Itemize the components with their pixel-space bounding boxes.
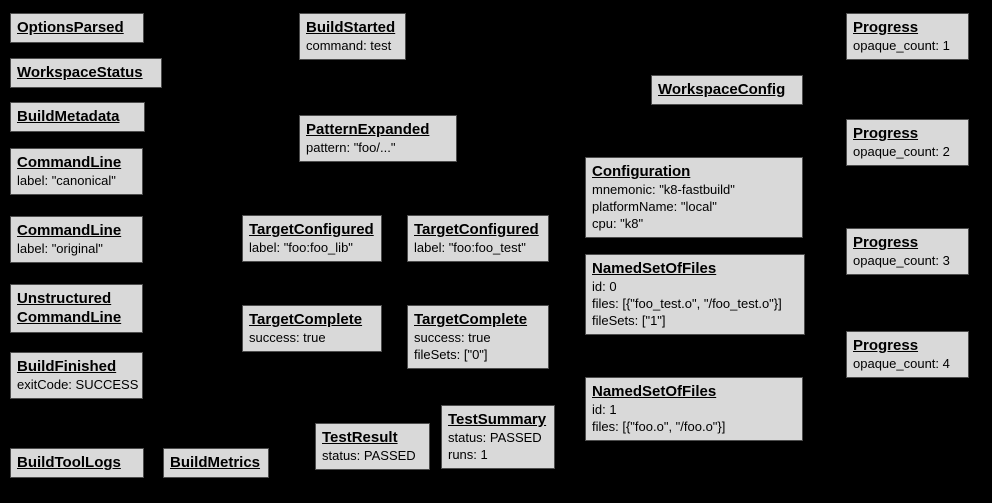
node-build-metadata: BuildMetadata [10,102,145,132]
node-attr: fileSets: ["0"] [414,347,488,362]
node-title: NamedSetOfFiles [592,383,717,400]
node-title: TestResult [322,429,398,446]
node-title: Unstructured CommandLine [17,290,122,326]
node-attr: files: [{"foo.o", "/foo.o"}] [592,419,726,434]
node-attr: files: [{"foo_test.o", "/foo_test.o"}] [592,296,782,311]
node-attr: pattern: "foo/..." [306,140,396,155]
node-configuration: Configuration mnemonic: "k8-fastbuild" p… [585,157,803,238]
node-title: WorkspaceConfig [658,81,786,98]
node-title: NamedSetOfFiles [592,260,717,277]
node-title: OptionsParsed [17,19,124,36]
node-named-set-of-files-0: NamedSetOfFiles id: 0 files: [{"foo_test… [585,254,805,335]
node-commandline-original: CommandLine label: "original" [10,216,143,263]
node-attr: runs: 1 [448,447,488,462]
node-attr: fileSets: ["1"] [592,313,666,328]
node-title: TargetConfigured [414,221,539,238]
node-attr: cpu: "k8" [592,216,644,231]
node-title: Configuration [592,163,691,180]
node-title: CommandLine [17,222,122,239]
node-pattern-expanded: PatternExpanded pattern: "foo/..." [299,115,457,162]
node-title: Progress [853,337,919,354]
node-attr: label: "foo:foo_lib" [249,240,353,255]
node-title: BuildMetrics [170,454,261,471]
node-test-result: TestResult status: PASSED [315,423,430,470]
node-workspace-config: WorkspaceConfig [651,75,803,105]
node-unstructured-commandline: Unstructured CommandLine [10,284,143,333]
node-title: WorkspaceStatus [17,64,143,81]
node-build-metrics: BuildMetrics [163,448,269,478]
node-test-summary: TestSummary status: PASSED runs: 1 [441,405,555,469]
node-attr: opaque_count: 2 [853,144,950,159]
node-attr: exitCode: SUCCESS [17,377,139,392]
node-progress-3: Progress opaque_count: 3 [846,228,969,275]
node-progress-2: Progress opaque_count: 2 [846,119,969,166]
node-title: Progress [853,234,919,251]
node-title: BuildFinished [17,358,117,375]
node-progress-1: Progress opaque_count: 1 [846,13,969,60]
node-target-complete-foo-lib: TargetComplete success: true [242,305,382,352]
node-attr: opaque_count: 3 [853,253,950,268]
node-named-set-of-files-1: NamedSetOfFiles id: 1 files: [{"foo.o", … [585,377,803,441]
node-progress-4: Progress opaque_count: 4 [846,331,969,378]
node-attr: success: true [414,330,491,345]
node-build-finished: BuildFinished exitCode: SUCCESS [10,352,143,399]
node-attr: status: PASSED [448,430,542,445]
node-target-configured-foo-lib: TargetConfigured label: "foo:foo_lib" [242,215,382,262]
node-build-started: BuildStarted command: test [299,13,406,60]
node-commandline-canonical: CommandLine label: "canonical" [10,148,143,195]
node-title: TargetComplete [414,311,528,328]
node-options-parsed: OptionsParsed [10,13,144,43]
node-attr: id: 0 [592,279,617,294]
node-title: Progress [853,125,919,142]
node-workspace-status: WorkspaceStatus [10,58,162,88]
node-attr: label: "original" [17,241,103,256]
node-attr: success: true [249,330,326,345]
node-attr: mnemonic: "k8-fastbuild" [592,182,735,197]
node-title: TargetComplete [249,311,363,328]
node-title: BuildToolLogs [17,454,121,471]
node-target-configured-foo-test: TargetConfigured label: "foo:foo_test" [407,215,549,262]
node-title: Progress [853,19,919,36]
node-build-tool-logs: BuildToolLogs [10,448,144,478]
node-attr: opaque_count: 4 [853,356,950,371]
node-title: PatternExpanded [306,121,430,138]
node-attr: label: "foo:foo_test" [414,240,526,255]
node-attr: status: PASSED [322,448,416,463]
node-title: BuildStarted [306,19,396,36]
node-title: CommandLine [17,154,122,171]
node-title: TestSummary [448,411,547,428]
node-target-complete-foo-test: TargetComplete success: true fileSets: [… [407,305,549,369]
node-title: BuildMetadata [17,108,120,125]
node-attr: label: "canonical" [17,173,116,188]
node-attr: id: 1 [592,402,617,417]
node-attr: platformName: "local" [592,199,717,214]
node-attr: opaque_count: 1 [853,38,950,53]
node-attr: command: test [306,38,392,53]
node-title: TargetConfigured [249,221,374,238]
